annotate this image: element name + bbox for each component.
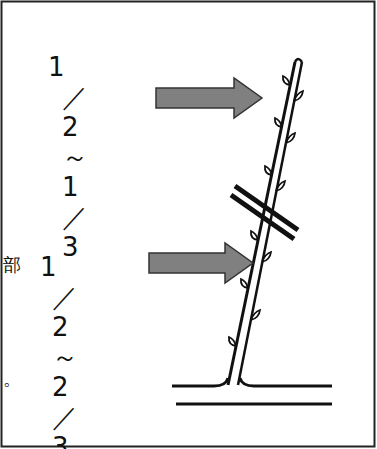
text-fragment: 部 (3, 250, 21, 280)
ground-line (240, 378, 332, 386)
fraction-label: 1／2 ～1／3 (34, 52, 88, 262)
ground-line (176, 403, 332, 406)
ground-line (172, 378, 228, 386)
text-fragment: 。 (3, 364, 21, 394)
pointer-arrow (156, 78, 262, 118)
cut-mark (235, 186, 298, 230)
stem-tip (295, 59, 302, 62)
cut-mark (231, 195, 294, 239)
fraction-label: 1／2 ～2／3 (28, 252, 78, 449)
buds (229, 76, 303, 346)
pointer-arrow (149, 243, 253, 283)
